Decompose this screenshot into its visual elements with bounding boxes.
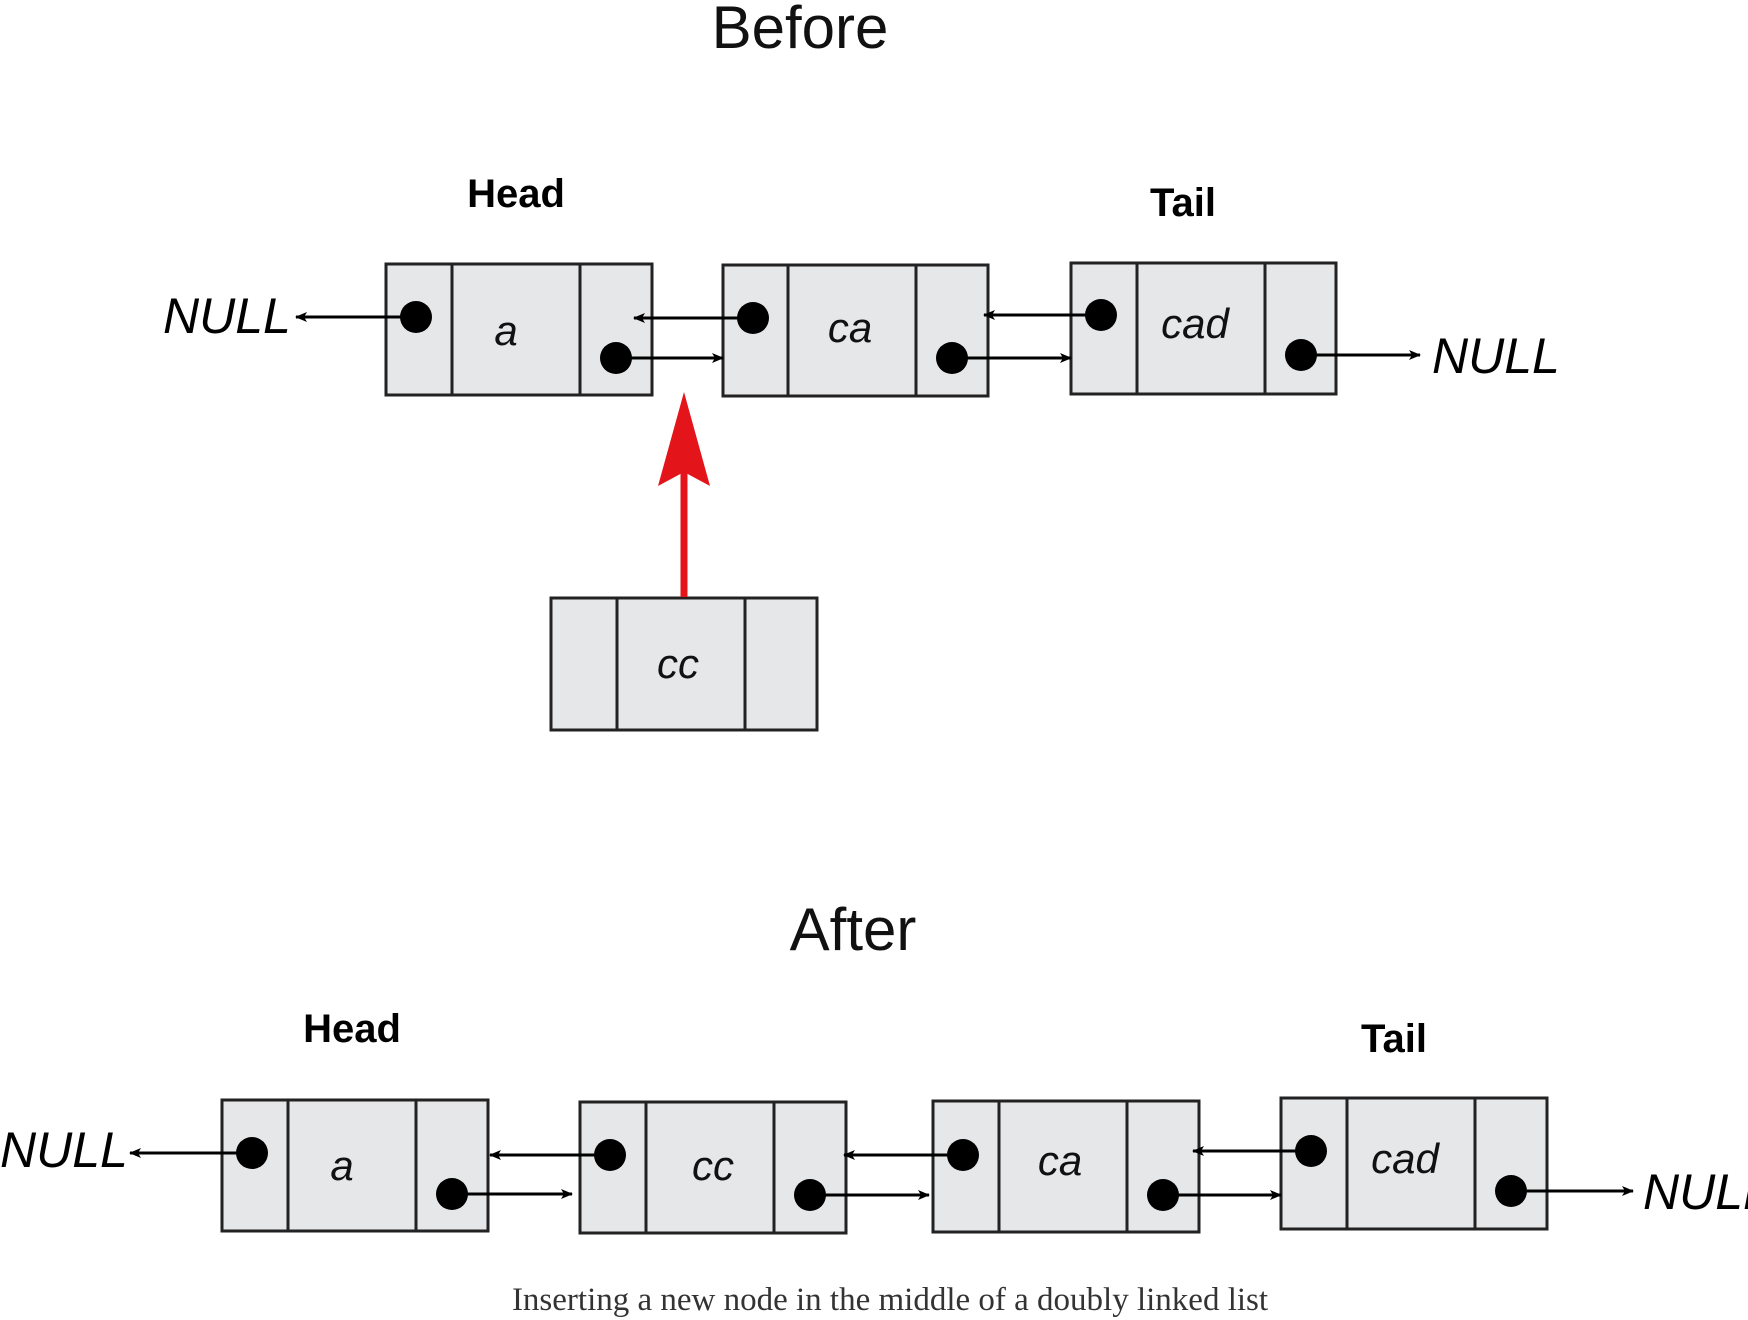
- before-node-ca: ca: [721, 263, 990, 398]
- before-head-label: Head: [467, 172, 565, 216]
- before-new-node-cc: cc: [549, 596, 819, 732]
- after-null-right: NULL: [1643, 1164, 1748, 1220]
- after-node-cc: cc: [578, 1100, 848, 1235]
- before-node-cad: cad: [1069, 261, 1338, 396]
- before-null-left: NULL: [163, 288, 291, 344]
- before-tail-label: Tail: [1150, 181, 1216, 225]
- after-node-cad: cad: [1279, 1096, 1549, 1231]
- after-null-left: NULL: [0, 1122, 128, 1178]
- node-value: cad: [1371, 1135, 1440, 1182]
- node-value: ca: [828, 304, 872, 351]
- after-title: After: [790, 896, 917, 963]
- after-head-label: Head: [303, 1007, 401, 1051]
- before-node-a: a: [384, 262, 654, 397]
- node-value: cc: [657, 640, 699, 687]
- before-null-right: NULL: [1432, 328, 1560, 384]
- after-node-a: a: [220, 1098, 490, 1233]
- figure-caption: Inserting a new node in the middle of a …: [512, 1282, 1268, 1318]
- node-value: cad: [1161, 300, 1230, 347]
- insert-arrow: [658, 392, 710, 597]
- before-title: Before: [712, 0, 889, 61]
- after-tail-label: Tail: [1361, 1017, 1427, 1061]
- after-node-ca: ca: [931, 1099, 1201, 1234]
- node-value: cc: [692, 1142, 734, 1189]
- node-value: a: [330, 1142, 353, 1189]
- node-value: ca: [1038, 1137, 1082, 1184]
- node-value: a: [494, 307, 517, 354]
